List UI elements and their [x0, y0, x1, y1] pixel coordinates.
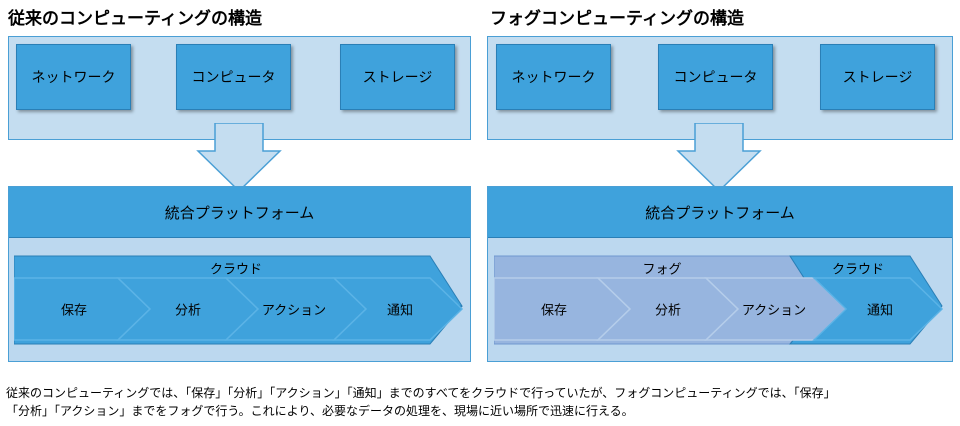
- right-process-flow: [494, 255, 944, 345]
- left-storage-box: ストレージ: [340, 44, 455, 110]
- right-fog-label: フォグ: [642, 262, 682, 278]
- left-network-box: ネットワーク: [16, 44, 131, 110]
- right-cloud-label: クラウド: [831, 262, 885, 278]
- left-diagram-title: 従来のコンピューティングの構造: [8, 9, 262, 29]
- left-computer-box: コンピュータ: [176, 44, 291, 110]
- right-computer-box: コンピュータ: [658, 44, 773, 110]
- left-cloud-label: クラウド: [209, 262, 263, 278]
- right-save-label: 保存: [540, 303, 568, 319]
- caption: 従来のコンピューティングでは、「保存」「分析」「アクション」「通知」までのすべて…: [6, 384, 836, 420]
- right-step-notify: [812, 277, 944, 341]
- caption-line-2: 「分析」「アクション」までをフォグで行う。これにより、必要なデータの処理を、現場…: [6, 404, 634, 418]
- right-analyze-label: 分析: [654, 303, 682, 319]
- right-network-box: ネットワーク: [496, 44, 611, 110]
- left-analyze-label: 分析: [174, 303, 202, 319]
- right-diagram-title: フォグコンピューティングの構造: [490, 9, 744, 29]
- left-process-flow: [14, 255, 464, 345]
- left-action-label: アクション: [261, 303, 327, 319]
- right-platform-title: 統合プラットフォーム: [488, 187, 952, 238]
- left-notify-label: 通知: [386, 303, 414, 319]
- right-action-label: アクション: [741, 303, 807, 319]
- right-storage-box: ストレージ: [820, 44, 935, 110]
- left-step-notify: [332, 277, 464, 341]
- left-down-arrow: [196, 123, 282, 193]
- right-notify-label: 通知: [866, 303, 894, 319]
- caption-line-1: 従来のコンピューティングでは、「保存」「分析」「アクション」「通知」までのすべて…: [6, 386, 836, 400]
- left-save-label: 保存: [60, 303, 88, 319]
- right-down-arrow: [676, 123, 762, 193]
- left-platform-title: 統合プラットフォーム: [9, 187, 470, 238]
